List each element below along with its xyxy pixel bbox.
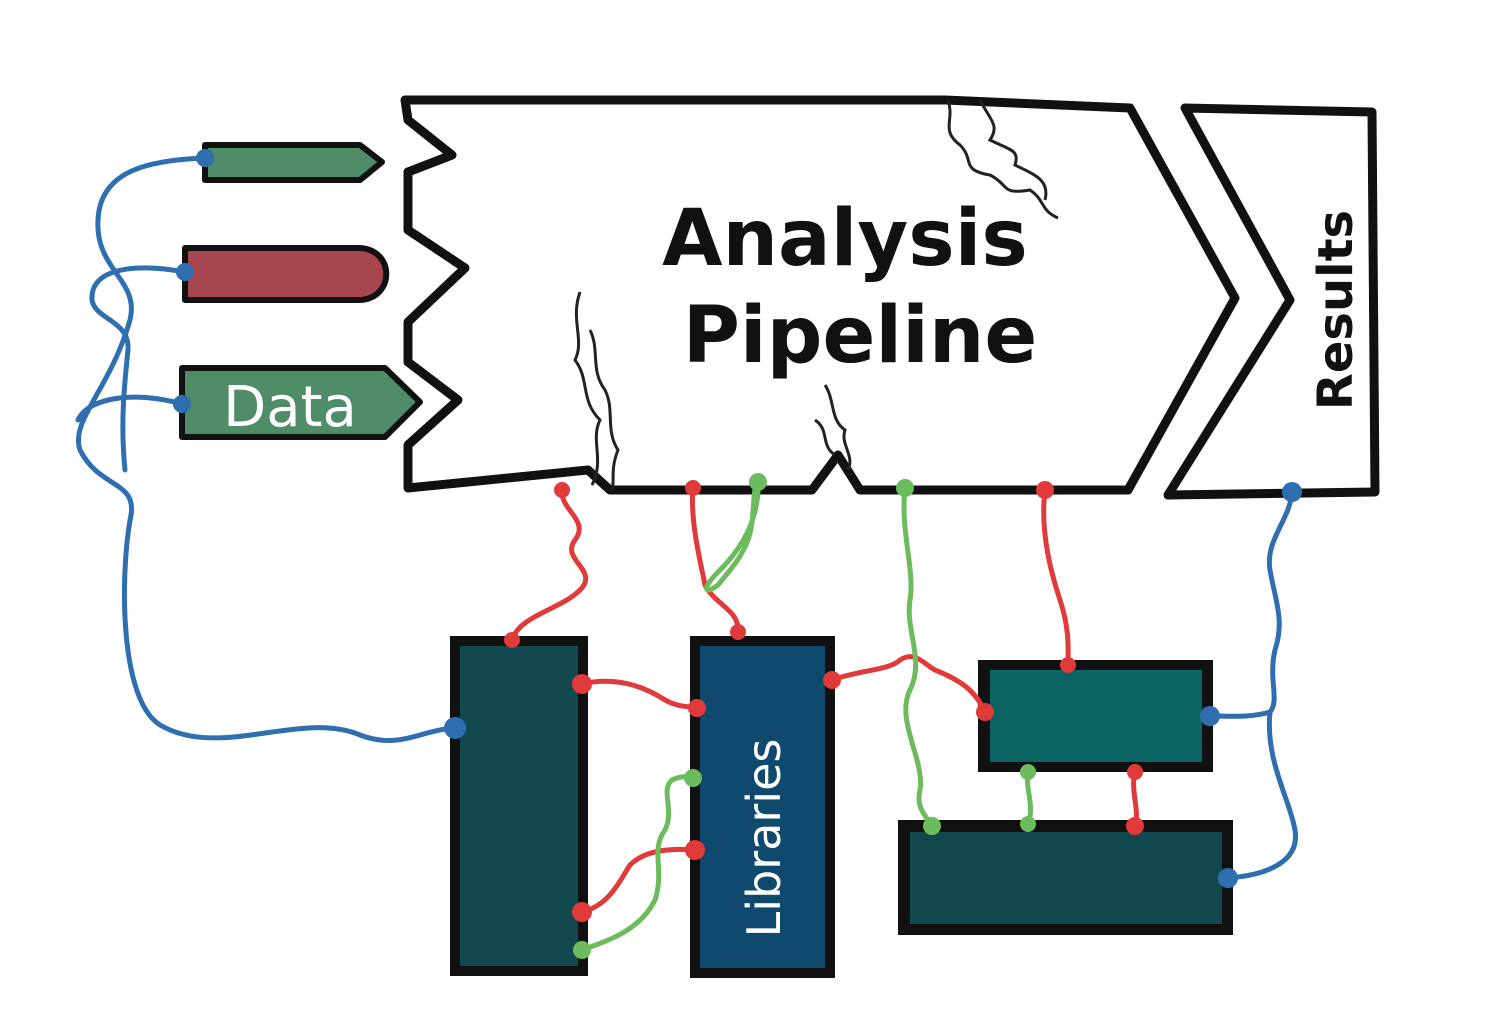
module-libraries: Libraries bbox=[690, 636, 835, 978]
module-right-bottom-fill bbox=[910, 832, 1222, 924]
red-wire-pipeline-to-left-module bbox=[509, 487, 589, 643]
green-wire-pipeline-to-bottom-module bbox=[901, 485, 935, 829]
input-arrow-2-body bbox=[182, 245, 390, 303]
module-right-bottom bbox=[898, 820, 1233, 935]
input-arrow-2 bbox=[182, 245, 390, 303]
blue-wire-inputs-to-module bbox=[76, 155, 458, 744]
module-right-top-fill bbox=[990, 670, 1202, 762]
input-data-label: Data bbox=[223, 375, 357, 440]
red-wires bbox=[504, 480, 1144, 922]
crack-mid bbox=[823, 384, 852, 471]
analysis-pipeline-shape: Analysis Pipeline bbox=[400, 95, 1240, 495]
crack-top bbox=[946, 99, 1059, 220]
input-arrow-1 bbox=[202, 142, 385, 183]
results-label: Results bbox=[1308, 210, 1364, 410]
input-arrow-1-body bbox=[202, 142, 385, 183]
module-libraries-fill bbox=[700, 646, 825, 968]
crack-left bbox=[573, 291, 602, 486]
input-arrow-data: Data bbox=[179, 365, 423, 440]
green-wires bbox=[573, 473, 1036, 959]
module-left bbox=[450, 636, 588, 976]
pipeline-title-line1: Analysis bbox=[662, 194, 1028, 284]
results-shape: Results bbox=[1163, 103, 1380, 500]
module-right-top bbox=[978, 660, 1213, 772]
blue-wires bbox=[75, 149, 1302, 888]
blue-wire-results-to-modules bbox=[1207, 489, 1295, 719]
module-left-fill bbox=[460, 646, 578, 966]
green-wire-pipeline-loop bbox=[704, 477, 761, 593]
pipeline-title-line2: Pipeline bbox=[683, 291, 1038, 381]
libraries-label: Libraries bbox=[737, 739, 791, 938]
input-arrow-data-body bbox=[179, 365, 423, 440]
